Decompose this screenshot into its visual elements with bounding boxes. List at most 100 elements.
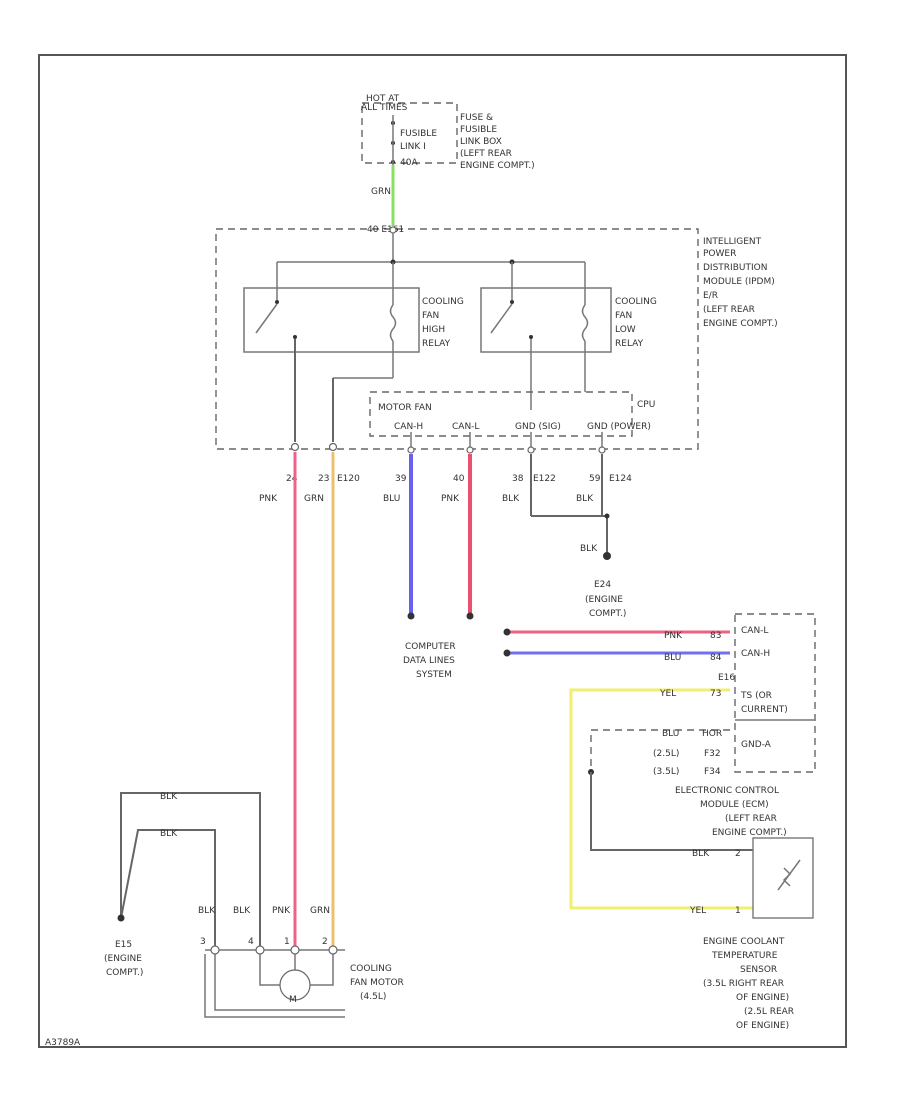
sensor-ground-wire (590, 772, 753, 851)
wire-color-pnk-1: PNK (259, 494, 278, 504)
ground-e15-blk-2: BLK (160, 829, 178, 839)
low-relay-label-4: RELAY (615, 339, 644, 349)
cpu-pin-gnd-sig: GND (SIG) (515, 422, 561, 432)
ecm-blu-label: BLU (664, 653, 681, 663)
pin-num-24: 24 (286, 474, 298, 484)
ect-title-5: OF ENGINE) (736, 993, 789, 1003)
ecm-f-1: (2.5L) (653, 749, 679, 759)
pin-num-23: 23 (318, 474, 329, 484)
pin-39 (407, 446, 415, 454)
yellow-sensor-wire (569, 688, 753, 910)
computer-label-3: SYSTEM (416, 670, 452, 680)
ground-e24-label-1: E24 (594, 580, 611, 590)
fan-pin-label-1: 1 (284, 937, 290, 947)
ecm-outline (734, 613, 816, 773)
high-relay-label-2: FAN (422, 311, 439, 321)
footer-code: A3789A (45, 1038, 81, 1048)
fuse-wire-color: GRN (371, 187, 391, 197)
fuse-box-title-1: FUSE & (460, 113, 493, 123)
ect-blk-label: BLK (692, 849, 710, 859)
low-relay-box (480, 287, 612, 353)
pin-num-59: 59 (589, 474, 601, 484)
ecm-title-4: ENGINE COMPT.) (712, 828, 787, 838)
ecm-title-1: ELECTRONIC CONTROL (675, 786, 779, 796)
ipdm-module: 40 E161 INTELLIGENT POWER DISTRIBUTION M… (215, 225, 778, 454)
ground-e15-wire-outer (120, 792, 261, 950)
high-relay-contact-a (275, 300, 279, 304)
pink-can-end (466, 612, 474, 620)
ipdm-title-1: INTELLIGENT (703, 237, 762, 247)
high-relay-label-1: COOLING (422, 297, 464, 307)
low-relay-contact-a (510, 300, 514, 304)
cpu-label: CPU (637, 400, 655, 410)
pin-24 (290, 442, 300, 452)
fan-motor-m: M (289, 995, 297, 1005)
high-relay-label-3: HIGH (422, 325, 445, 335)
ipdm-top-connector: 40 E161 (367, 225, 404, 235)
wire-color-blu: BLU (383, 494, 400, 504)
ecm-f-3: (3.5L) (653, 767, 679, 777)
ecm-title-2: MODULE (ECM) (700, 800, 769, 810)
fan-motor-lead-left (259, 954, 280, 986)
ecm-ts-1: TS (OR (740, 691, 772, 701)
ect-title-6: (2.5L REAR (744, 1007, 794, 1017)
low-relay-switch (490, 303, 513, 334)
ground-e15-symbol (117, 914, 125, 922)
fuse-box-title-2: FUSIBLE (460, 125, 497, 135)
blue-can-end (407, 612, 415, 620)
low-relay-contact-b (529, 335, 533, 339)
high-relay-label-4: RELAY (422, 339, 451, 349)
fuse-box-title-4: (LEFT REAR (460, 149, 512, 159)
ect-sensor: BLK 2 YEL 1 ENGINE COOLANT TEMPERATURE S… (689, 837, 814, 1031)
fuse-label-1: FUSIBLE (400, 129, 437, 139)
ecm-blu2-label: BLU (662, 729, 679, 739)
ecm-can-h: CAN-H (741, 649, 770, 659)
ecm-hor: HOR (702, 729, 722, 739)
ground-e24-label-2: (ENGINE (585, 595, 623, 605)
high-relay-box (243, 287, 420, 353)
ecm-pin-73: 73 (710, 689, 721, 699)
ground-wire-color: BLK (580, 544, 598, 554)
high-relay-coil (389, 304, 397, 342)
ipdm-title-2: POWER (703, 249, 736, 259)
pin-num-38: 38 (512, 474, 524, 484)
ect-title-4: (3.5L RIGHT REAR (703, 979, 784, 989)
diagram-border (38, 54, 847, 1048)
ground-e15: BLK BLK E15 (ENGINE COMPT.) (104, 792, 261, 978)
wire-color-blk-2: BLK (576, 494, 594, 504)
ect-title-3: SENSOR (740, 965, 777, 975)
ect-yel-label: YEL (689, 906, 706, 916)
pin-40 (466, 446, 474, 454)
fuse-box-outline (361, 102, 458, 164)
ground-e15-label-3: COMPT.) (106, 968, 143, 978)
wire-color-grn: GRN (304, 494, 324, 504)
ecm-ts-2: CURRENT) (741, 705, 788, 715)
fan-title-3: (4.5L) (360, 992, 386, 1002)
ect-title-1: ENGINE COOLANT (703, 937, 785, 947)
wire-color-blk-1: BLK (502, 494, 520, 504)
fan-ground-return-1 (204, 954, 345, 1018)
fan-pin-1 (290, 945, 300, 955)
ground-e15-blk-1: BLK (160, 792, 178, 802)
cpu-pin-can-l: CAN-L (452, 422, 479, 432)
ground-e15-label-2: (ENGINE (104, 954, 142, 964)
ipdm-title-6: (LEFT REAR (703, 305, 755, 315)
fan-motor-lead-right (310, 954, 334, 986)
fuse-box-title-5: ENGINE COMPT.) (460, 161, 535, 171)
fan-title-1: COOLING (350, 964, 392, 974)
low-relay-label-3: LOW (615, 325, 636, 335)
fan-pin-3 (210, 945, 220, 955)
ipdm-title-3: DISTRIBUTION (703, 263, 767, 273)
hot-label-1: HOT AT (366, 94, 400, 104)
ect-thermistor-zigzag (782, 867, 792, 887)
fan-title-2: FAN MOTOR (350, 978, 404, 988)
gnd-junction (604, 513, 610, 519)
fan-wire-blk-1: BLK (198, 906, 216, 916)
ecm-f-4: F34 (704, 767, 721, 777)
ecm-yel-label: YEL (659, 689, 676, 699)
fuse-label-3: 40A (400, 158, 418, 168)
fan-pin-2 (328, 945, 338, 955)
ecm-e16: E16 (718, 673, 735, 683)
ecm-blue-end (503, 649, 511, 657)
